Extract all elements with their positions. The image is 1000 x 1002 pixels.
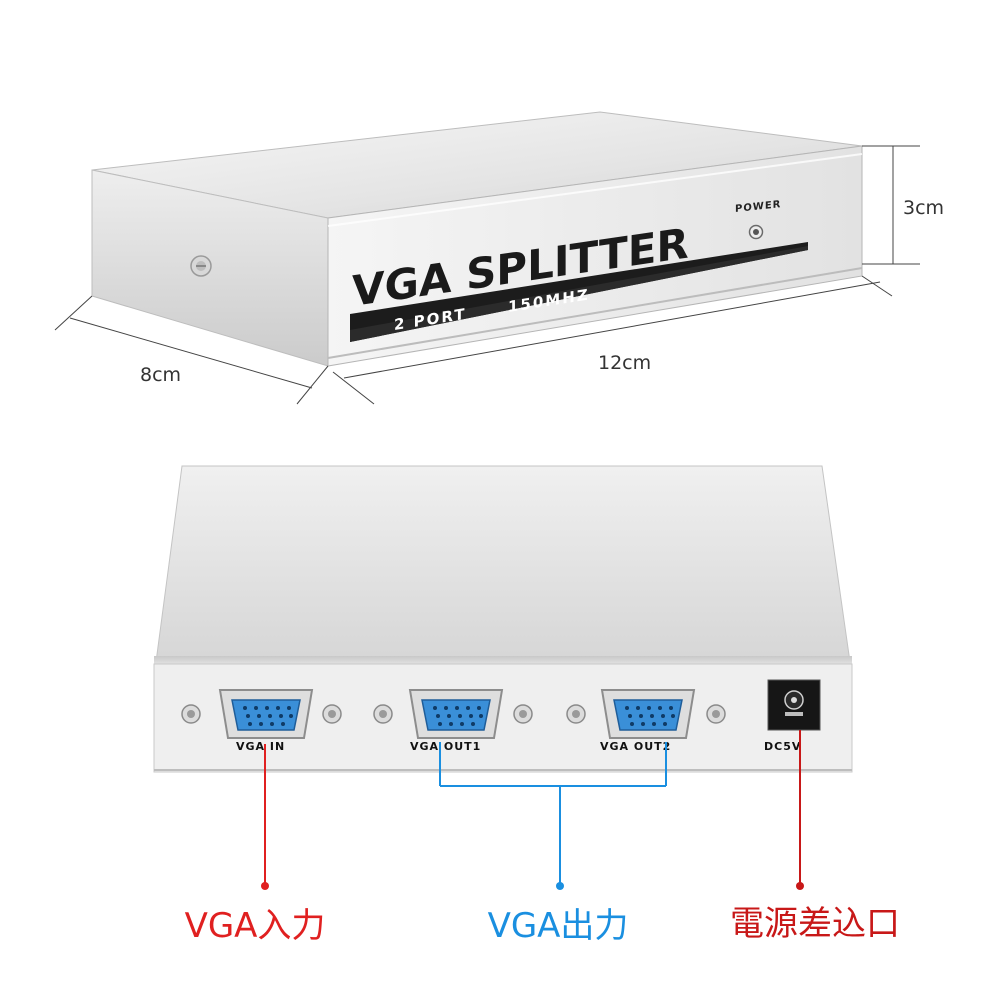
vga-out1-label: VGA OUT1 bbox=[410, 740, 481, 753]
vga-in-port bbox=[181, 689, 342, 739]
callout-output-label: VGA出力 bbox=[488, 906, 629, 946]
screw-icon bbox=[190, 255, 212, 277]
rear-top-lid bbox=[155, 465, 851, 663]
screw-icon bbox=[322, 704, 342, 724]
device-front-view: VGA SPLITTER 2 PORT 150MHZ POWER bbox=[91, 111, 863, 367]
screw-icon bbox=[181, 704, 201, 724]
power-label: POWER bbox=[735, 199, 781, 215]
screw-icon bbox=[373, 704, 393, 724]
dc-input-label: DC5V bbox=[764, 740, 801, 753]
dc-jack-icon bbox=[767, 679, 821, 731]
callout-input-line bbox=[261, 744, 269, 890]
dimension-depth: 8cm bbox=[140, 364, 181, 386]
dimension-markers bbox=[54, 145, 920, 405]
screw-icon bbox=[566, 704, 586, 724]
device-rear-view: VGA IN VGA OUT1 bbox=[153, 465, 853, 773]
callout-power-line bbox=[796, 730, 804, 890]
callout-power-label: 電源差込口 bbox=[730, 904, 900, 944]
dimension-width: 12cm bbox=[598, 352, 651, 374]
dimension-height: 3cm bbox=[903, 197, 944, 219]
callout-input-label: VGA入力 bbox=[185, 906, 326, 946]
vga-out2-label: VGA OUT2 bbox=[600, 740, 671, 753]
screw-icon bbox=[706, 704, 726, 724]
power-led-icon bbox=[748, 224, 764, 240]
callout-output-line bbox=[439, 742, 667, 890]
vga-in-label: VGA IN bbox=[236, 740, 285, 753]
vga-out1-port bbox=[373, 689, 533, 739]
vga-out2-port bbox=[566, 689, 726, 739]
screw-icon bbox=[513, 704, 533, 724]
